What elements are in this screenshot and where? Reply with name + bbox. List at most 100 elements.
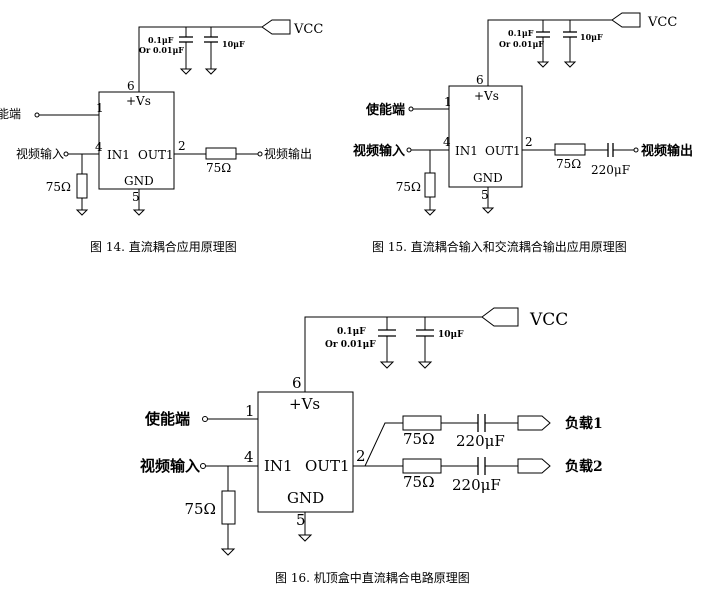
video-input-terminal — [63, 151, 69, 157]
pin-5-label: 5 — [296, 511, 306, 529]
cap1-label-line2: Or 0.01μF — [325, 340, 376, 350]
video-input-label: 视频输入 — [16, 146, 64, 161]
ground-icon — [481, 207, 495, 214]
r-out2-label: 75Ω — [403, 473, 435, 491]
vcc-connector — [481, 307, 519, 327]
in1-label: IN1 — [264, 457, 293, 475]
out1-label: OUT1 — [485, 144, 521, 158]
pin-1-label: 1 — [245, 402, 255, 420]
ground-icon — [379, 361, 395, 369]
vcc-connector — [261, 19, 291, 35]
cap1-label-line1: 0.1μF — [337, 327, 366, 337]
ground-icon — [423, 209, 437, 216]
ground-icon — [75, 209, 89, 216]
c-out2-label: 220μF — [452, 476, 501, 494]
input-termination-resistor — [424, 172, 436, 198]
vcc-rail — [138, 26, 262, 92]
enable-terminal — [202, 416, 208, 422]
r-in-label: 75Ω — [184, 500, 216, 518]
r-in-label: 75Ω — [46, 180, 71, 194]
pin-5-label: 5 — [132, 190, 140, 204]
ground-icon — [297, 534, 313, 542]
vs-label: +Vs — [289, 395, 320, 413]
video-output-terminal — [257, 151, 263, 157]
output-branch-1 — [364, 422, 403, 467]
vcc-label: VCC — [293, 22, 323, 37]
amplifier-ic — [448, 85, 523, 188]
video-output-terminal — [633, 147, 639, 153]
vcc-label: VCC — [647, 15, 677, 30]
vcc-rail — [487, 19, 612, 86]
r-out-label: 75Ω — [206, 161, 231, 175]
output-resistor — [554, 143, 586, 156]
pin-5-label: 5 — [481, 188, 489, 202]
pin-6-label: 6 — [476, 73, 484, 87]
ground-icon — [179, 68, 193, 75]
amplifier-ic — [98, 91, 175, 190]
cap2-label: 10μF — [580, 32, 603, 42]
ground-icon — [536, 61, 550, 68]
pin-1-label: 1 — [444, 95, 452, 109]
output-resistor — [205, 147, 237, 160]
figure-16-caption: 图 16. 机顶盒中直流耦合电路原理图 — [275, 570, 470, 585]
pin-2-label: 2 — [356, 447, 366, 465]
output-resistor-2 — [402, 458, 442, 474]
cap1-label-line2: Or 0.01μF — [499, 39, 544, 49]
cap1-label-line2: Or 0.01μF — [139, 45, 184, 55]
r-out-label: 75Ω — [556, 157, 581, 171]
video-input-label: 视频输入 — [353, 143, 405, 159]
figure-15: VCC 0.1μF Or 0.01μF 10μF 6 +Vs 使能端 1 视频输… — [353, 12, 693, 254]
video-output-label: 视频输出 — [264, 146, 312, 161]
load-1-label: 负载1 — [565, 415, 603, 432]
pin-2-label: 2 — [178, 139, 186, 153]
vcc-rail — [304, 316, 482, 392]
gnd-label: GND — [287, 489, 324, 507]
c-out1-label: 220μF — [456, 432, 505, 450]
in1-label: IN1 — [455, 144, 478, 158]
ground-icon — [220, 548, 236, 556]
vs-label: +Vs — [126, 94, 151, 108]
enable-label: 使能端 — [144, 410, 190, 428]
enable-label: 使能端 — [0, 106, 21, 121]
video-input-terminal — [406, 147, 412, 153]
video-input-terminal — [200, 463, 206, 469]
vcc-label: VCC — [529, 310, 568, 330]
input-termination-resistor — [76, 173, 88, 199]
out1-label: OUT1 — [138, 148, 174, 162]
load-2-connector — [517, 458, 551, 474]
pin-2-label: 2 — [525, 135, 533, 149]
pin-4-label: 4 — [244, 448, 254, 466]
out1-label: OUT1 — [305, 457, 350, 475]
pin-6-label: 6 — [292, 374, 302, 392]
r-in-label: 75Ω — [396, 180, 421, 194]
pin-6-label: 6 — [127, 79, 135, 93]
in1-label: IN1 — [107, 148, 130, 162]
pin-1-label: 1 — [96, 101, 104, 115]
ground-icon — [563, 61, 577, 68]
enable-terminal — [34, 112, 40, 118]
cap1-label-line1: 0.1μF — [148, 35, 174, 45]
ground-icon — [417, 361, 433, 369]
cap1-label-line1: 0.1μF — [508, 28, 534, 38]
cap2-label: 10μF — [438, 330, 464, 340]
enable-terminal — [408, 106, 414, 112]
figure-15-caption: 图 15. 直流耦合输入和交流耦合输出应用原理图 — [372, 239, 627, 254]
video-output-label: 视频输出 — [641, 143, 693, 159]
ground-icon — [132, 209, 146, 216]
output-resistor-1 — [402, 415, 442, 431]
pin-4-label: 4 — [95, 140, 103, 154]
enable-label: 使能端 — [365, 102, 405, 118]
figure-14: VCC 0.1μF Or 0.01μF 10μF 6 +Vs 使能端 1 视频输… — [0, 19, 323, 254]
gnd-label: GND — [473, 171, 503, 185]
figure-14-caption: 图 14. 直流耦合应用原理图 — [90, 239, 237, 254]
pin-4-label: 4 — [443, 135, 451, 149]
load-2-label: 负载2 — [565, 458, 603, 475]
r-out1-label: 75Ω — [403, 430, 435, 448]
cap2-label: 10μF — [222, 39, 245, 49]
video-input-label: 视频输入 — [140, 457, 200, 475]
vcc-connector — [611, 12, 641, 28]
gnd-label: GND — [124, 174, 154, 188]
input-termination-resistor — [221, 490, 236, 525]
load-1-connector — [517, 415, 551, 431]
